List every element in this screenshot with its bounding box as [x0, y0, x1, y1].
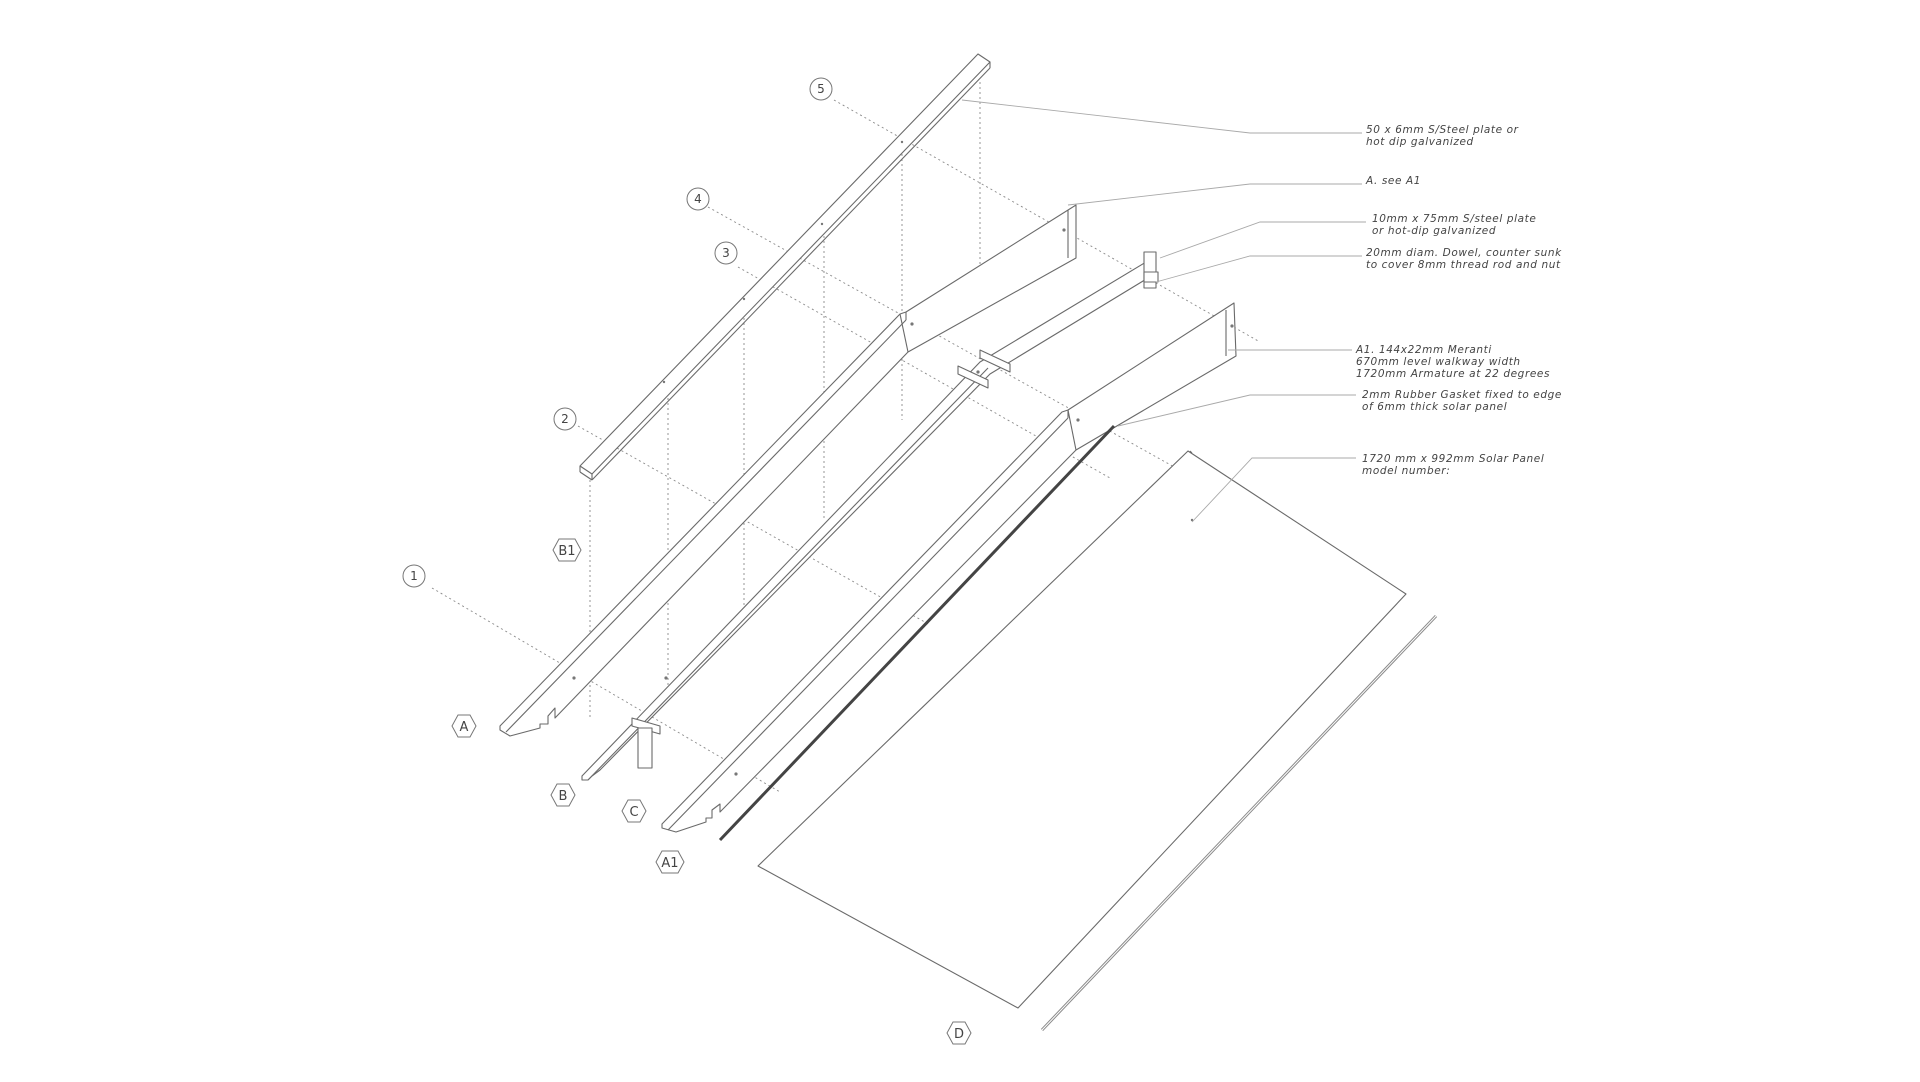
part-tag-a: A	[460, 720, 469, 735]
note-a1-meranti: A1. 144x22mm Meranti 670mm level walkway…	[1355, 344, 1550, 380]
grid-line-1	[431, 587, 781, 793]
part-tag-b: B	[559, 789, 568, 804]
note-dowel: 20mm diam. Dowel, counter sunk to cover …	[1366, 247, 1566, 271]
note-see-a1: A. see A1	[1365, 175, 1421, 187]
note-rubber-gasket: 2mm Rubber Gasket fixed to edge of 6mm t…	[1362, 389, 1566, 413]
part-tag-d: D	[954, 1027, 964, 1042]
part-tags: A B C A1 B1 D	[451, 538, 972, 1045]
leader-lines	[961, 99, 1366, 523]
stringer-a1	[661, 302, 1237, 833]
grid-marker-5: 5	[817, 82, 825, 96]
annotations: 50 x 6mm S/Steel plate or hot dip galvan…	[1355, 124, 1566, 477]
grid-line-2	[577, 425, 931, 626]
note-steel-plate: 50 x 6mm S/Steel plate or hot dip galvan…	[1366, 124, 1523, 148]
solar-panel	[757, 450, 1407, 1009]
stringer-a	[499, 204, 1077, 737]
grid-marker-3: 3	[722, 246, 730, 260]
rubber-gasket	[718, 424, 1438, 1032]
dowels	[631, 251, 1159, 769]
grid-markers: 1 2 3 4 5	[402, 77, 833, 588]
part-tag-a1: A1	[661, 856, 678, 871]
note-solar-panel: 1720 mm x 992mm Solar Panel model number…	[1362, 453, 1548, 477]
grid-marker-4: 4	[694, 192, 702, 206]
grid-line-4	[707, 206, 1256, 513]
grid-marker-2: 2	[561, 412, 569, 426]
part-tag-c: C	[629, 805, 638, 820]
part-tag-b1: B1	[558, 544, 575, 559]
steel-plate-top	[579, 53, 991, 481]
note-steel-plate-10mm: 10mm x 75mm S/steel plate or hot-dip gal…	[1372, 213, 1540, 237]
grid-marker-1: 1	[410, 569, 418, 583]
